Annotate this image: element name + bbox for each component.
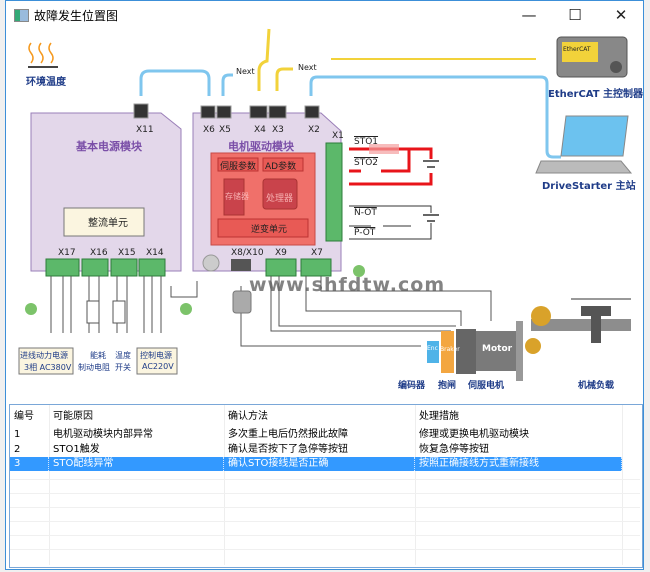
header-id[interactable]: 编号 xyxy=(14,411,34,422)
port-x5: X5 xyxy=(219,125,231,135)
servo-params: 伺服参数 xyxy=(220,162,257,172)
port-x8-x10: X8/X10 xyxy=(231,248,264,258)
port-x17: X17 xyxy=(58,248,76,258)
brake-resistor-label-2: 制动电阻 xyxy=(78,363,110,372)
cell-action: 修理或更换电机驱动模块 xyxy=(419,429,529,440)
mechanical-load-caption: 机械负载 xyxy=(578,381,615,391)
fault-location-window: 故障发生位置图 — ☐ ✕ xyxy=(5,0,644,570)
temp-switch-label: 温度 xyxy=(115,351,131,360)
maximize-button[interactable]: ☐ xyxy=(568,6,582,24)
close-button[interactable]: ✕ xyxy=(614,6,628,24)
cell-action: 恢复急停等按钮 xyxy=(419,444,489,455)
port-x4: X4 xyxy=(254,125,266,135)
next-label: Next xyxy=(236,67,255,76)
env-temp-label: 环境温度 xyxy=(26,77,66,88)
enc-label: Enc xyxy=(427,345,438,352)
port-x14: X14 xyxy=(146,248,164,258)
ctrl-power-label: 控制电源 xyxy=(140,351,172,360)
cell-confirm: 确认是否按下了急停等按钮 xyxy=(228,444,348,455)
motor-label: Motor xyxy=(482,344,513,354)
port-x9: X9 xyxy=(275,248,287,258)
rectifier-unit: 整流单元 xyxy=(88,218,128,229)
cell-id: 2 xyxy=(14,444,21,455)
inverter-unit: 逆变单元 xyxy=(251,225,288,235)
ethercat-controller-label: EtherCAT 主控制器 xyxy=(548,89,644,100)
header-action[interactable]: 处理措施 xyxy=(419,411,459,422)
ad-params: AD参数 xyxy=(265,162,297,172)
port-x3: X3 xyxy=(272,125,284,135)
brake-resistor-label: 能耗 xyxy=(90,351,106,360)
minimize-button[interactable]: — xyxy=(521,6,537,24)
header-cause[interactable]: 可能原因 xyxy=(53,411,93,422)
p-ot-label: P-OT xyxy=(354,228,376,238)
ctrl-power-label-2: AC220V xyxy=(142,362,174,371)
sto2-label: STO2 xyxy=(354,158,379,168)
table-header: 编号 可能原因 确认方法 处理措施 xyxy=(10,408,622,426)
table-row[interactable]: 2 STO1触发 确认是否按下了急停等按钮 恢复急停等按钮 xyxy=(10,443,622,457)
n-ot-label: N-OT xyxy=(354,208,377,218)
power-in-label: 进线动力电源 xyxy=(20,351,68,360)
wiring-diagram xyxy=(18,28,633,381)
cell-confirm: 确认STO接线是否正确 xyxy=(224,457,415,471)
drivestarter-label: DriveStarter 主站 xyxy=(542,181,636,192)
cell-id: 1 xyxy=(14,429,21,440)
braker-label: Braker xyxy=(440,346,460,353)
temp-switch-label-2: 开关 xyxy=(115,363,131,372)
title-bar: 故障发生位置图 — ☐ ✕ xyxy=(6,1,643,29)
next-label: Next xyxy=(298,63,317,72)
encoder-block xyxy=(427,341,439,363)
app-icon xyxy=(14,9,29,22)
cell-id: 3 xyxy=(10,457,49,471)
cell-action: 按照正确接线方式重新接线 xyxy=(415,457,622,471)
heat-icon xyxy=(28,42,58,68)
cell-cause: 电机驱动模块内部异常 xyxy=(53,429,153,440)
table-row[interactable]: 1 电机驱动模块内部异常 多次重上电后仍然报此故障 修理或更换电机驱动模块 xyxy=(10,428,622,442)
power-module-title: 基本电源模块 xyxy=(76,140,142,153)
processor-chip: 处理器 xyxy=(266,194,294,204)
port-x7: X7 xyxy=(311,248,323,258)
cell-cause: STO1触发 xyxy=(53,444,100,455)
laptop-icon xyxy=(560,115,629,157)
cell-cause: STO配线异常 xyxy=(49,457,224,471)
table-row-selected[interactable]: 3 STO配线异常 确认STO接线是否正确 按照正确接线方式重新接线 xyxy=(10,457,622,471)
port-x6: X6 xyxy=(203,125,215,135)
sto1-label: STO1 xyxy=(354,137,379,147)
port-x2: X2 xyxy=(308,125,320,135)
port-x1: X1 xyxy=(332,131,344,141)
fault-table: 编号 可能原因 确认方法 处理措施 1 电机驱动模块内部异常 多次重上电后仍然报… xyxy=(9,404,643,568)
memory-chip: 存储器 xyxy=(225,192,249,201)
watermark: www.shfdtw.com xyxy=(249,274,446,296)
servo-motor-caption: 伺服电机 xyxy=(468,381,505,391)
ethercat-screen-text: EtherCAT xyxy=(563,46,591,53)
power-in-label-2: 3相 AC380V xyxy=(24,363,72,372)
brake-caption: 抱闸 xyxy=(438,381,457,391)
header-confirm[interactable]: 确认方法 xyxy=(228,411,268,422)
cell-confirm: 多次重上电后仍然报此故障 xyxy=(228,429,348,440)
port-x15: X15 xyxy=(118,248,136,258)
port-x11: X11 xyxy=(136,125,154,135)
port-x16: X16 xyxy=(90,248,108,258)
encoder-caption: 编码器 xyxy=(398,381,426,391)
window-title: 故障发生位置图 xyxy=(34,9,119,23)
drive-module-title: 电机驱动模块 xyxy=(228,140,294,153)
